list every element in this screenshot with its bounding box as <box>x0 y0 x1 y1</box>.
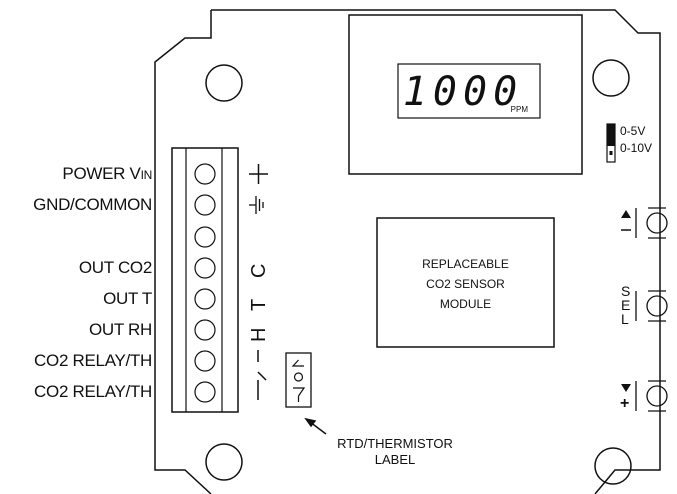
button-select[interactable] <box>635 290 668 322</box>
sensor-module-line1: REPLACEABLE <box>422 257 509 271</box>
mounting-hole-bottom-left <box>205 443 243 481</box>
label-out-t: OUT T <box>103 289 152 308</box>
lcd-window <box>397 63 541 119</box>
terminal-screw[interactable] <box>194 381 216 403</box>
label-out-co2: OUT CO2 <box>78 258 152 277</box>
plus-icon: + <box>620 395 630 412</box>
jumper-cap <box>607 124 615 146</box>
lcd-unit: PPM <box>510 105 528 114</box>
thermistor-label-box <box>285 352 312 408</box>
mounting-hole-bottom-right <box>594 447 632 485</box>
sensor-module-line2: CO2 SENSOR <box>426 277 505 291</box>
plus-icon <box>249 164 268 184</box>
symbol-rh: H <box>248 327 270 342</box>
symbol-co2: C <box>248 263 270 278</box>
select-label: SEL <box>621 283 631 327</box>
button-up[interactable] <box>621 207 668 239</box>
terminal-screw[interactable] <box>194 194 216 216</box>
terminal-screw[interactable] <box>194 257 216 279</box>
sensor-module <box>376 217 555 348</box>
board-outline <box>154 9 661 494</box>
ground-icon <box>249 196 264 214</box>
terminal-screws <box>194 163 216 403</box>
terminal-screw[interactable] <box>194 163 216 185</box>
up-arrow-icon <box>621 210 631 218</box>
terminal-screw[interactable] <box>194 288 216 310</box>
down-arrow-icon <box>621 384 631 392</box>
jumper-label-0-5v: 0-5V <box>620 124 646 138</box>
mounting-hole-top-left <box>205 64 243 102</box>
rtd-label-line1: RTD/THERMISTOR <box>337 436 453 451</box>
lcd-reading: 1000 <box>402 69 524 115</box>
sensor-module-line3: MODULE <box>439 297 492 311</box>
label-out-rh: OUT RH <box>88 320 152 339</box>
display-module <box>348 14 583 175</box>
label-power-vin: POWER VIN <box>62 164 152 183</box>
label-co2-relay-1: CO2 RELAY/TH <box>34 351 152 370</box>
lcd-display: 1000 PPM <box>398 64 540 118</box>
terminal-screw[interactable] <box>194 319 216 341</box>
button-down[interactable] <box>621 380 668 412</box>
label-gnd-common: GND/COMMON <box>33 195 152 214</box>
mounting-hole-top-right <box>592 59 630 97</box>
terminal-screw[interactable] <box>194 226 216 248</box>
jumper-label-0-10v: 0-10V <box>620 141 653 155</box>
rtd-label-line2: LABEL <box>374 452 416 467</box>
jumper-pin <box>609 151 613 155</box>
switch-icon <box>257 350 267 400</box>
symbol-temp: T <box>248 299 270 311</box>
terminal-screw[interactable] <box>194 350 216 372</box>
label-co2-relay-2: CO2 RELAY/TH <box>34 382 152 401</box>
arrow-icon <box>304 417 327 435</box>
terminal-block <box>171 147 239 413</box>
thermistor-icon <box>291 359 306 402</box>
